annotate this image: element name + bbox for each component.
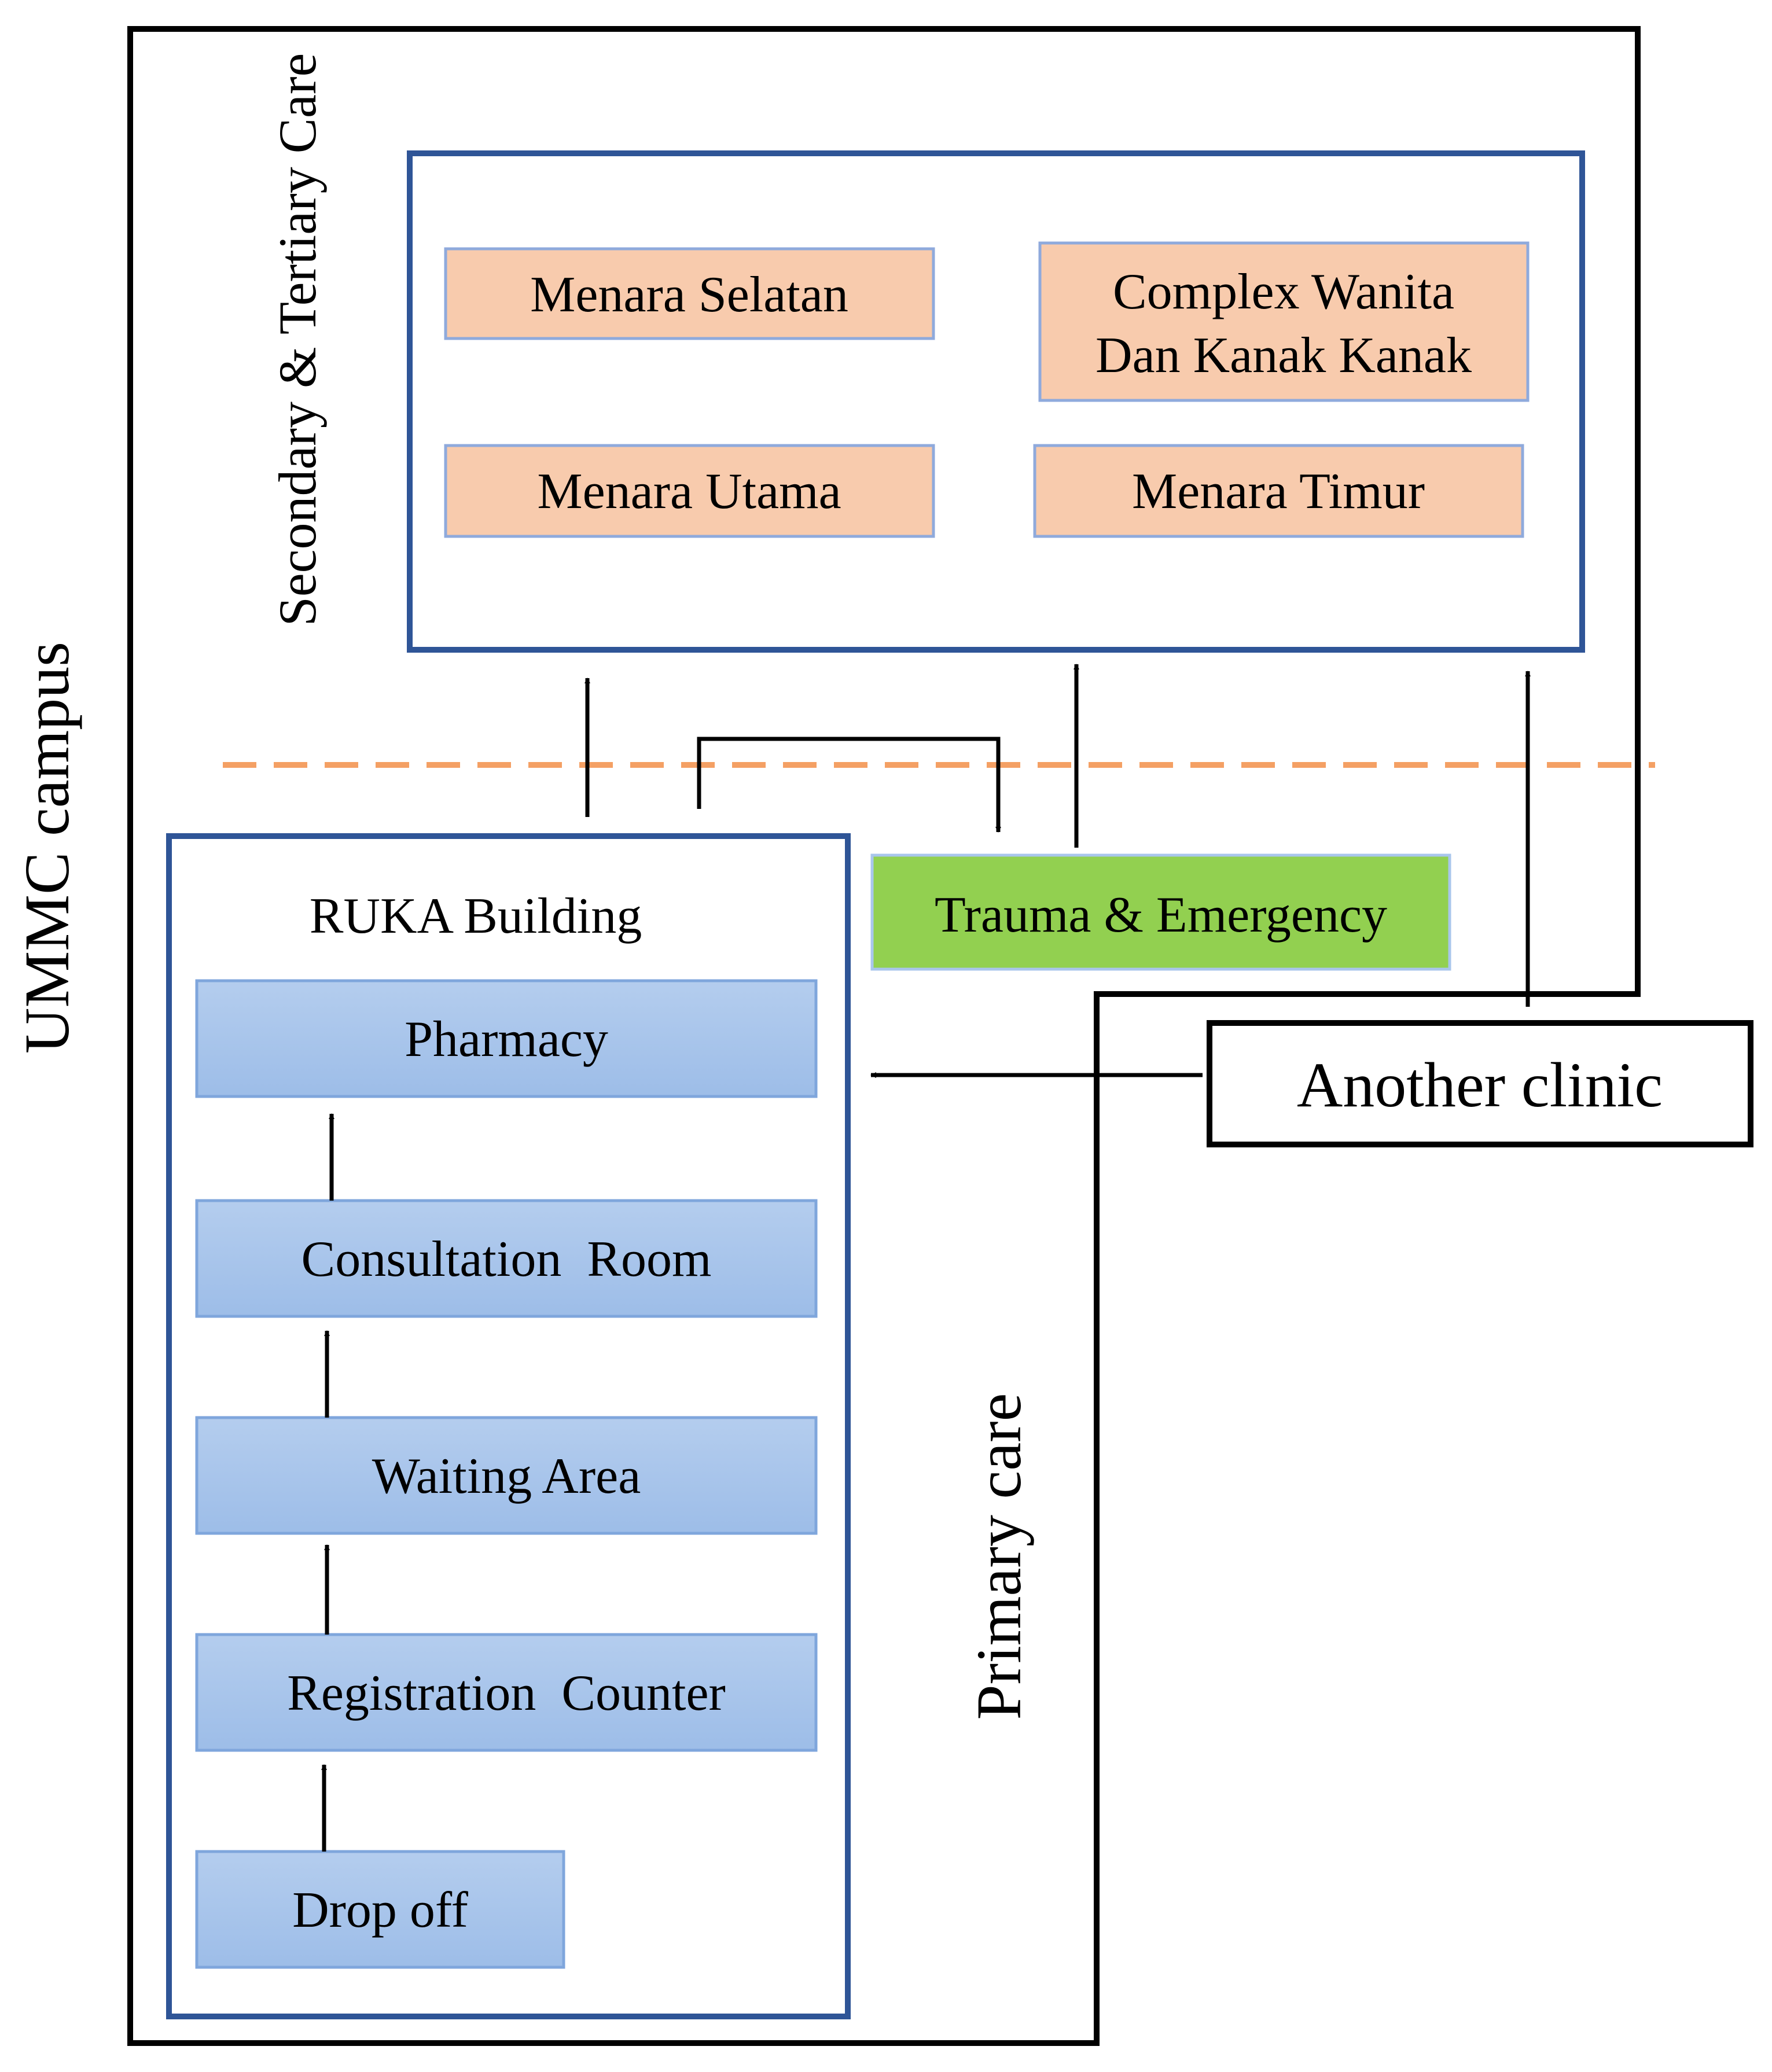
building-menara-utama: Menara Utama (444, 444, 935, 538)
step-registration-counter: Registration Counter (195, 1633, 818, 1752)
secondary-tertiary-box (407, 150, 1585, 653)
building-menara-selatan: Menara Selatan (444, 247, 935, 340)
trauma-emergency-box: Trauma & Emergency (870, 853, 1451, 971)
step-waiting-area: Waiting Area (195, 1416, 818, 1535)
ruka-building-title: RUKA Building (310, 888, 642, 944)
svg-text:Dan Kanak Kanak: Dan Kanak Kanak (1095, 327, 1472, 384)
svg-text:Drop off: Drop off (292, 1882, 469, 1938)
svg-text:Menara Utama: Menara Utama (537, 463, 841, 520)
svg-text:Trauma & Emergency: Trauma & Emergency (935, 887, 1387, 943)
svg-text:Menara Selatan: Menara Selatan (530, 267, 848, 323)
ruka-building-box (166, 833, 851, 2019)
another-clinic-label: Another clinic (1297, 1050, 1663, 1120)
building-menara-timur: Menara Timur (1033, 444, 1524, 538)
svg-text:Menara Timur: Menara Timur (1132, 463, 1425, 520)
secondary-tertiary-label: Secondary & Tertiary Care (268, 53, 327, 627)
step-drop-off: Drop off (195, 1850, 565, 1969)
building-complex-wanita: Complex Wanita Dan Kanak Kanak (1038, 241, 1530, 402)
svg-text:Waiting Area: Waiting Area (372, 1448, 641, 1504)
svg-text:Pharmacy: Pharmacy (405, 1011, 608, 1068)
arrow-ruka-to-emergency (697, 737, 1001, 833)
step-consultation-room: Consultation Room (195, 1199, 818, 1318)
svg-text:Consultation Room: Consultation Room (302, 1231, 712, 1287)
campus-boundary (127, 26, 1641, 2046)
step-pharmacy: Pharmacy (195, 979, 818, 1098)
campus-label: UMMC campus (12, 642, 82, 1054)
another-clinic-box (1207, 1020, 1753, 1147)
svg-text:Registration Counter: Registration Counter (287, 1665, 726, 1721)
svg-text:Complex Wanita: Complex Wanita (1113, 264, 1454, 320)
primary-care-label: Primary care (964, 1393, 1034, 1720)
